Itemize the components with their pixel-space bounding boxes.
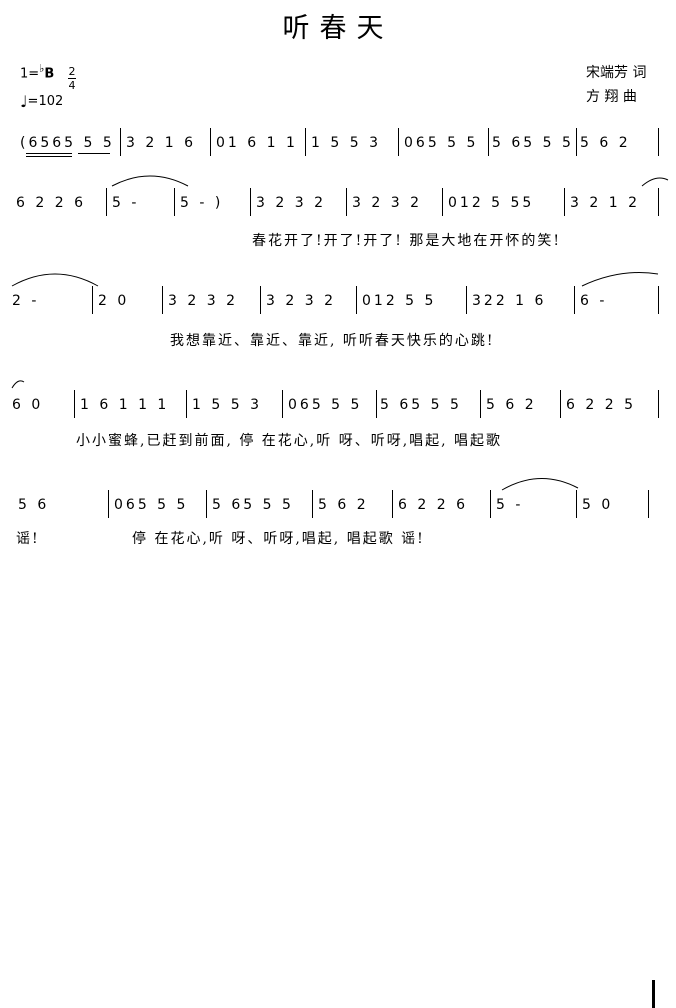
meter-bottom: 4: [68, 79, 76, 92]
measure: 3 2 3 2: [266, 293, 336, 309]
measure: 3 2 1 2: [570, 195, 640, 211]
measure: 5 6 2: [318, 497, 369, 513]
measure: 5 6 2: [580, 135, 631, 151]
measure: 065 5 5: [404, 135, 479, 151]
measure: 01 6 1 1: [216, 135, 298, 151]
song-title: 听春天: [282, 13, 394, 44]
lyricist-credit: 宋端芳 词: [586, 65, 647, 81]
tie-arc: [11, 380, 25, 389]
measure: 5 -: [496, 497, 524, 513]
lyric-text: 谣!: [16, 531, 40, 547]
measure: 5 - ): [180, 195, 224, 211]
measure: 6 2 2 6: [16, 195, 86, 211]
measure: 6 0: [12, 397, 44, 413]
measure: 6 2 2 6: [398, 497, 468, 513]
lyric-text: 停 在花心,听 呀、听呀,唱起, 唱起歌 谣!: [132, 531, 425, 547]
composer-credit: 方 翔 曲: [586, 89, 637, 105]
key-label: 1=: [20, 66, 40, 82]
measure: 5 -: [112, 195, 140, 211]
measure: 5 6 2: [486, 397, 537, 413]
measure: 3 2 3 2: [256, 195, 326, 211]
flat-sign: ♭: [39, 62, 45, 75]
measure: 012 5 5: [362, 293, 437, 309]
measure: 065 5 5: [114, 497, 189, 513]
measure: 012 5 55: [448, 195, 535, 211]
key-signature: 1=♭B: [20, 62, 54, 81]
measure: 3 2 3 2: [352, 195, 422, 211]
lyric-text: 小小蜜蜂,已赶到前面, 停 在花心,听 呀、听呀,唱起, 唱起歌: [76, 433, 503, 449]
tie-arc: [581, 272, 659, 287]
quarter-note-icon: ♩: [20, 92, 28, 111]
measure: 1 6 1 1 1: [80, 397, 170, 413]
final-barline: [652, 980, 655, 1008]
tempo-value: =102: [27, 94, 64, 109]
measure: 1 5 5 3: [311, 135, 381, 151]
tie-arc: [641, 177, 669, 187]
measure: 5 0: [582, 497, 614, 513]
staff-row-2: 6 2 2 6 5 - 5 - ) 3 2 3 2 3 2 3 2 012 5 …: [0, 188, 676, 218]
tie-arc: [501, 478, 579, 491]
lyric-line-4: 谣! 停 在花心,听 呀、听呀,唱起, 唱起歌 谣!: [0, 528, 676, 548]
lyric-line-2: 我想靠近、靠近、靠近, 听听春天快乐的心跳!: [0, 330, 676, 350]
staff-row-1: (6565 5 5 3 2 1 6 01 6 1 1 1 5 5 3 065 5…: [0, 128, 676, 158]
measure: 3 2 1 6: [126, 135, 196, 151]
measure: 2 0: [98, 293, 130, 309]
measure: 5 6: [18, 497, 50, 513]
staff-row-3: 2 - 2 0 3 2 3 2 3 2 3 2 012 5 5 322 1 6 …: [0, 286, 676, 316]
lyric-line-1: 春花开了!开了!开了! 那是大地在开怀的笑!: [0, 230, 676, 250]
measure: 6 -: [580, 293, 608, 309]
staff-row-4: 6 0 1 6 1 1 1 1 5 5 3 065 5 5 5 65 5 5 5…: [0, 390, 676, 420]
lyric-text: 春花开了!开了!开了! 那是大地在开怀的笑!: [252, 233, 561, 249]
key-note: B: [44, 66, 55, 82]
lyric-text: 我想靠近、靠近、靠近, 听听春天快乐的心跳!: [170, 333, 495, 349]
measure: 065 5 5: [288, 397, 363, 413]
measure: 6 2 2 5: [566, 397, 636, 413]
staff-row-5: 5 6 065 5 5 5 65 5 5 5 6 2 6 2 2 6 5 - 5…: [0, 490, 676, 1008]
measure: (6565 5 5: [20, 135, 115, 151]
measure: 322 1 6: [472, 293, 547, 309]
meter-top: 2: [68, 65, 76, 78]
measure: 5 65 5 5: [380, 397, 462, 413]
time-signature: 2 4: [68, 66, 76, 91]
measure: 3 2 3 2: [168, 293, 238, 309]
measure: 2 -: [12, 293, 40, 309]
measure: 5 65 5 5: [492, 135, 574, 151]
lyric-line-3: 小小蜜蜂,已赶到前面, 停 在花心,听 呀、听呀,唱起, 唱起歌: [0, 430, 676, 450]
tempo-marking: ♩=102: [20, 92, 63, 111]
tie-arc: [11, 273, 99, 287]
measure: 5 65 5 5: [212, 497, 294, 513]
measure: 1 5 5 3: [192, 397, 262, 413]
tie-arc: [111, 175, 189, 187]
